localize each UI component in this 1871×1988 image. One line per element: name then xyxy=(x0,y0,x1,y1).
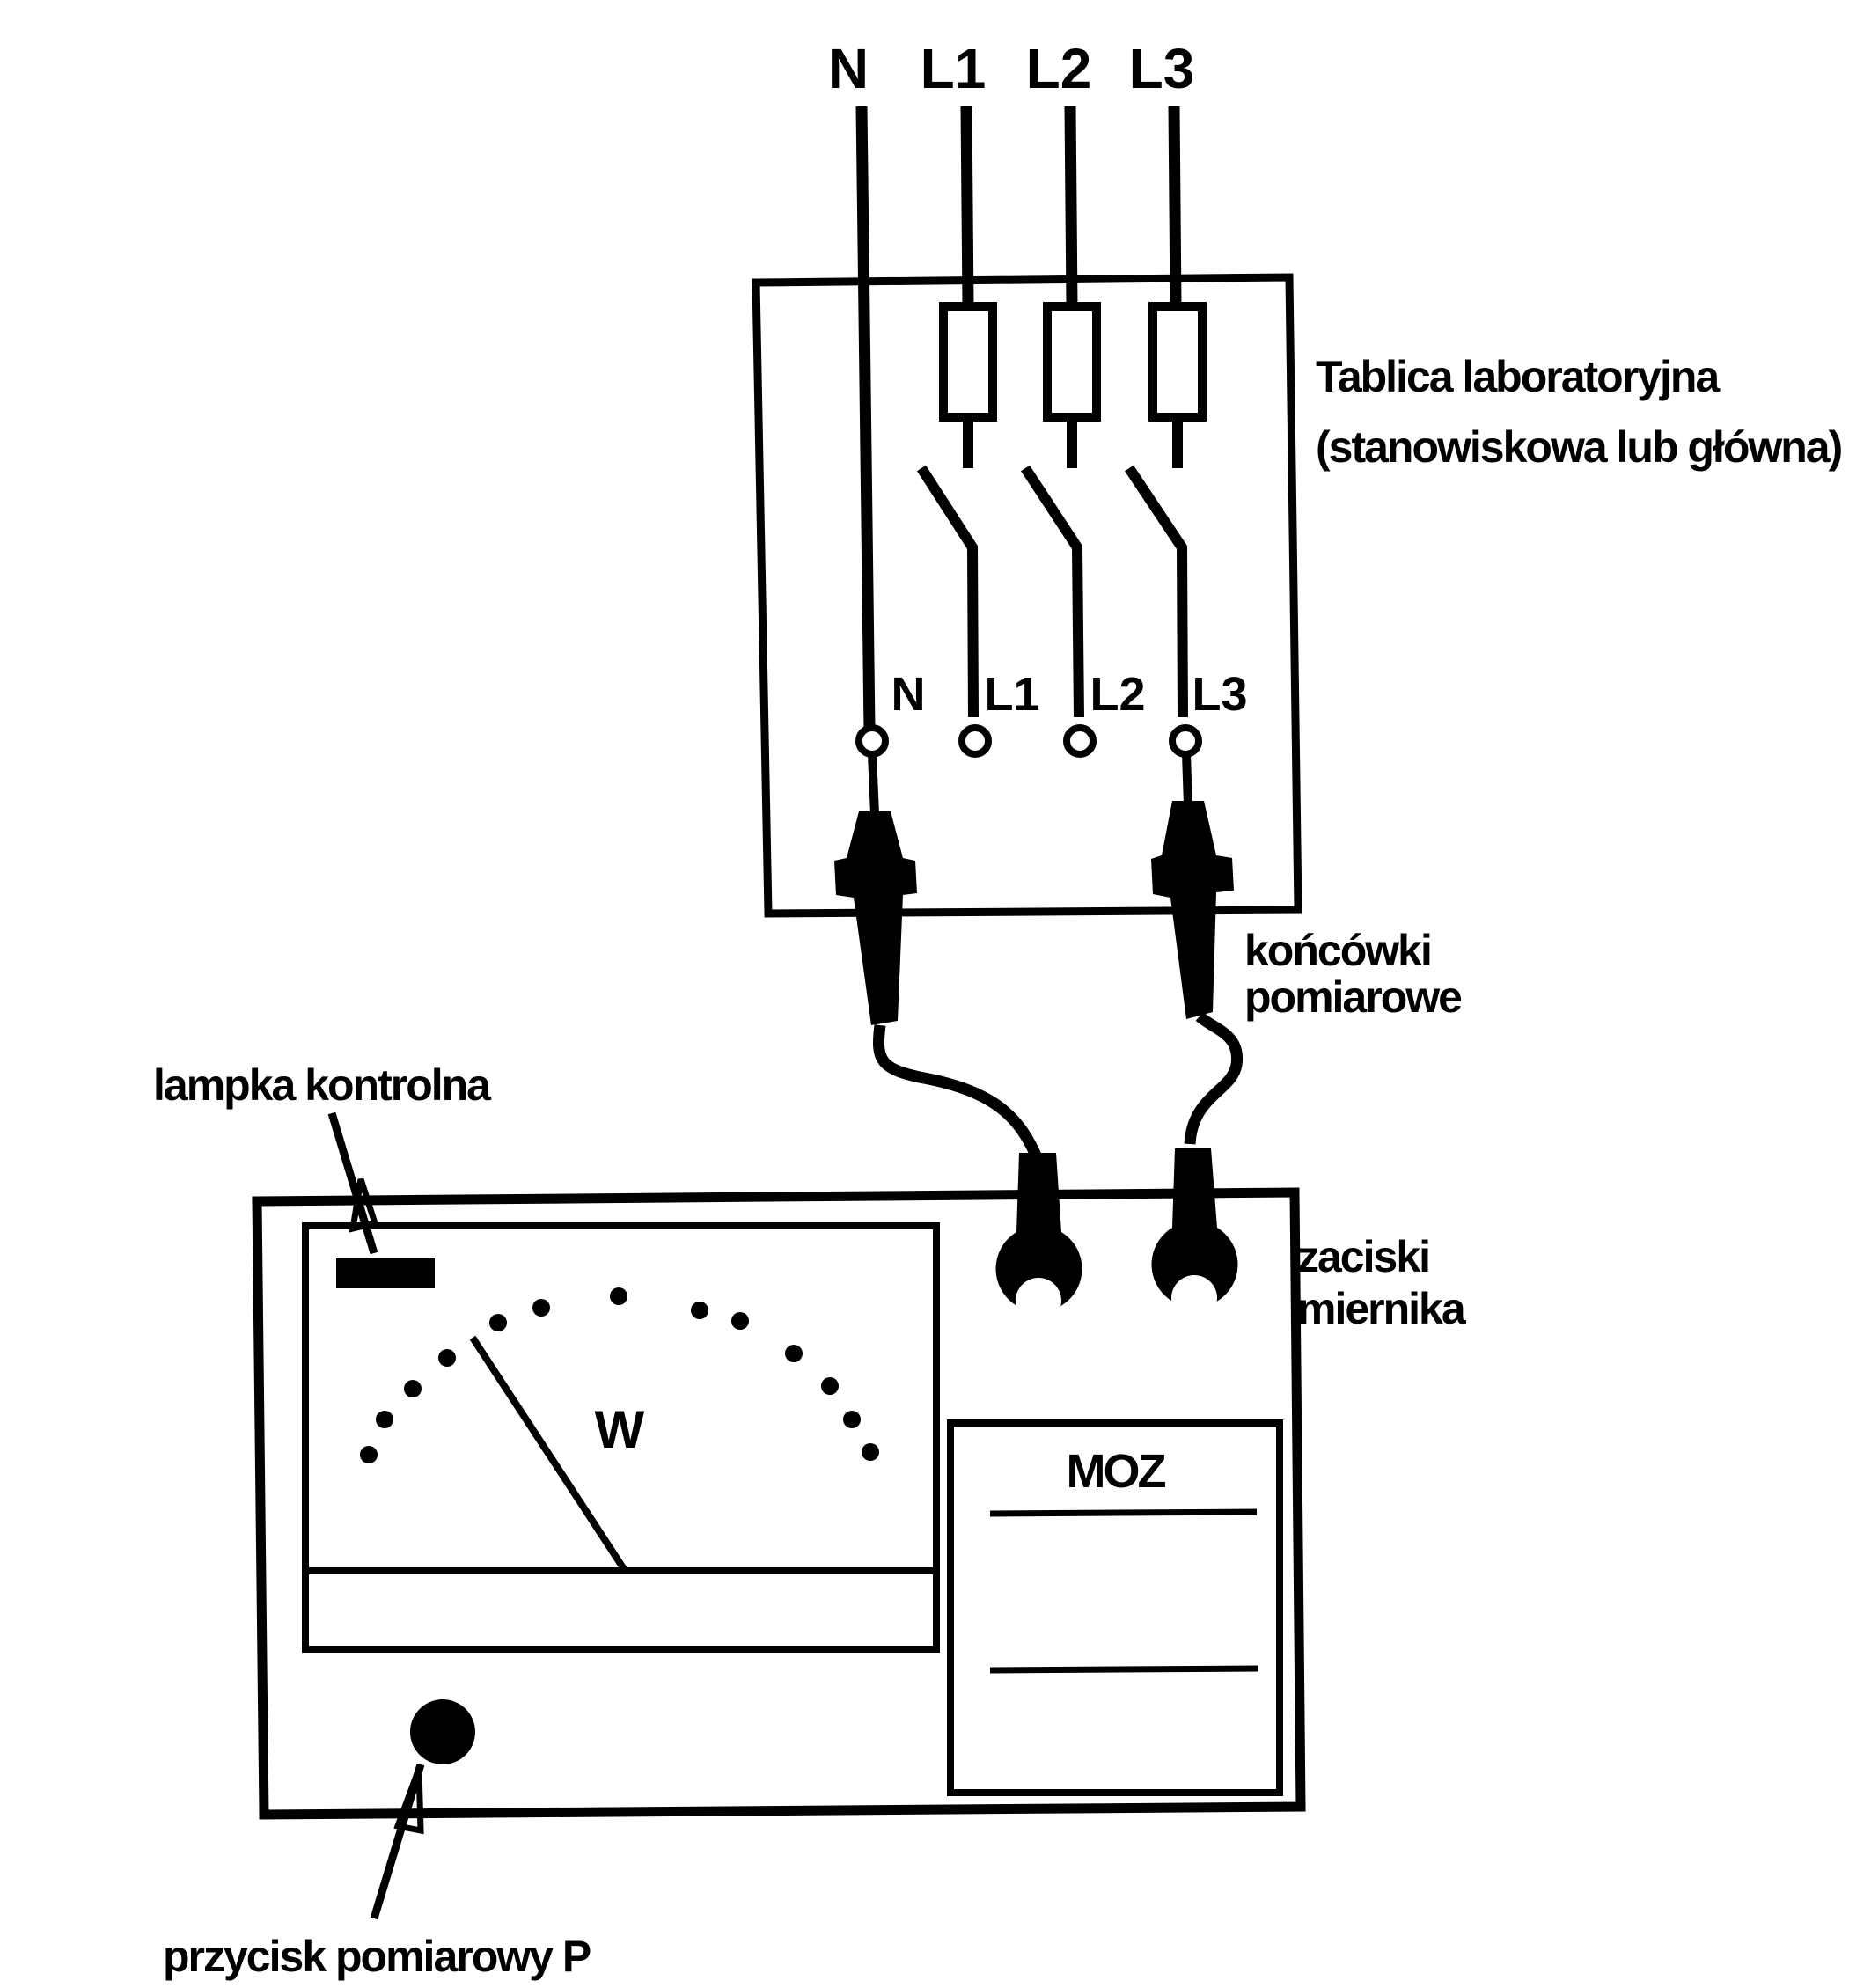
button-pointer-arrow xyxy=(393,1767,424,1835)
scale-dot xyxy=(438,1349,456,1367)
l3-switch xyxy=(1125,465,1188,718)
scale-dot xyxy=(731,1312,749,1330)
supply-label-l3: L3 xyxy=(1129,37,1195,100)
gauge-needle xyxy=(469,1335,627,1572)
l2-supply-wire xyxy=(1064,106,1078,307)
terminal-label-n: N xyxy=(891,668,926,721)
terminal-n xyxy=(855,724,889,758)
probe-left-cable xyxy=(872,1024,1045,1164)
l2-switch xyxy=(1020,465,1084,718)
probe-right xyxy=(1151,753,1243,1145)
scale-dot xyxy=(610,1287,627,1305)
moz-panel xyxy=(947,1419,1283,1796)
moz-panel-line-bottom xyxy=(989,1665,1259,1674)
button-label: przycisk pomiarowy P xyxy=(163,1932,591,1981)
scale-dot xyxy=(376,1411,393,1428)
probe-right-cable xyxy=(1184,1011,1243,1145)
meter-symbol: W xyxy=(595,1400,645,1459)
l1-branch xyxy=(916,106,997,718)
terminal-l2 xyxy=(1063,724,1097,758)
scale-dot xyxy=(862,1443,879,1461)
scale-dot xyxy=(360,1446,378,1463)
scale-dot xyxy=(489,1314,507,1331)
scale-dot xyxy=(691,1302,708,1319)
moz-panel-line-top xyxy=(989,1508,1258,1517)
control-lamp xyxy=(336,1258,435,1288)
meter-case xyxy=(252,1187,1306,1820)
laboratory-board-frame xyxy=(752,273,1302,918)
terminal-l1 xyxy=(958,724,992,758)
supply-label-l2: L2 xyxy=(1026,37,1092,100)
meter-terminals-label-line1: zaciski xyxy=(1297,1232,1429,1281)
meter-terminal-left xyxy=(995,1153,1082,1324)
moz-panel-title: MOZ xyxy=(1067,1445,1166,1498)
scale-dot xyxy=(843,1411,861,1428)
probe-right-body xyxy=(1151,801,1234,1019)
lamp-label: lampka kontrolna xyxy=(153,1060,492,1110)
l1-switch xyxy=(916,465,979,718)
scale-dot xyxy=(785,1345,803,1362)
meter-terminal-right-plug xyxy=(1151,1148,1238,1308)
scale-dot xyxy=(821,1377,839,1395)
meter-terminal-left-hole xyxy=(1016,1278,1061,1324)
probe-right-tip xyxy=(1182,753,1192,806)
l3-branch xyxy=(1125,106,1207,718)
probes-label-line2: pomiarowe xyxy=(1244,972,1462,1022)
terminal-label-l2: L2 xyxy=(1090,668,1145,721)
scale-dot xyxy=(532,1299,550,1317)
supply-label-l1: L1 xyxy=(921,37,987,100)
probes-label-line1: końcówki xyxy=(1244,926,1431,975)
probe-left-tip xyxy=(868,753,879,815)
n-conductor xyxy=(855,106,876,731)
meter-terminals-label-line2: miernika xyxy=(1297,1284,1467,1333)
l3-fuse xyxy=(1148,302,1207,422)
board-label-line2: (stanowiskowa lub główna) xyxy=(1316,422,1842,472)
terminal-label-l1: L1 xyxy=(984,668,1039,721)
board-label-line1: Tablica laboratoryjna xyxy=(1316,352,1721,401)
gauge-scale-dots xyxy=(360,1287,879,1463)
lamp-pointer-arrow xyxy=(349,1177,379,1233)
probe-left xyxy=(834,753,1045,1164)
supply-label-n: N xyxy=(828,37,869,100)
meter-terminal-right xyxy=(1151,1148,1238,1321)
l2-fuse xyxy=(1043,302,1101,422)
measuring-button[interactable] xyxy=(410,1699,475,1764)
meter-terminal-left-plug xyxy=(995,1153,1082,1312)
scale-dot xyxy=(404,1380,422,1397)
lamp-pointer-line xyxy=(327,1111,378,1255)
probe-left-body xyxy=(834,811,917,1025)
l2-branch xyxy=(1020,106,1101,718)
l3-supply-wire xyxy=(1168,106,1182,307)
gauge-window xyxy=(302,1222,940,1653)
terminal-l3 xyxy=(1169,724,1202,758)
meter-terminal-right-hole xyxy=(1171,1275,1217,1321)
terminal-label-l3: L3 xyxy=(1192,668,1247,721)
l1-fuse xyxy=(939,302,997,422)
l1-supply-wire xyxy=(960,106,974,307)
